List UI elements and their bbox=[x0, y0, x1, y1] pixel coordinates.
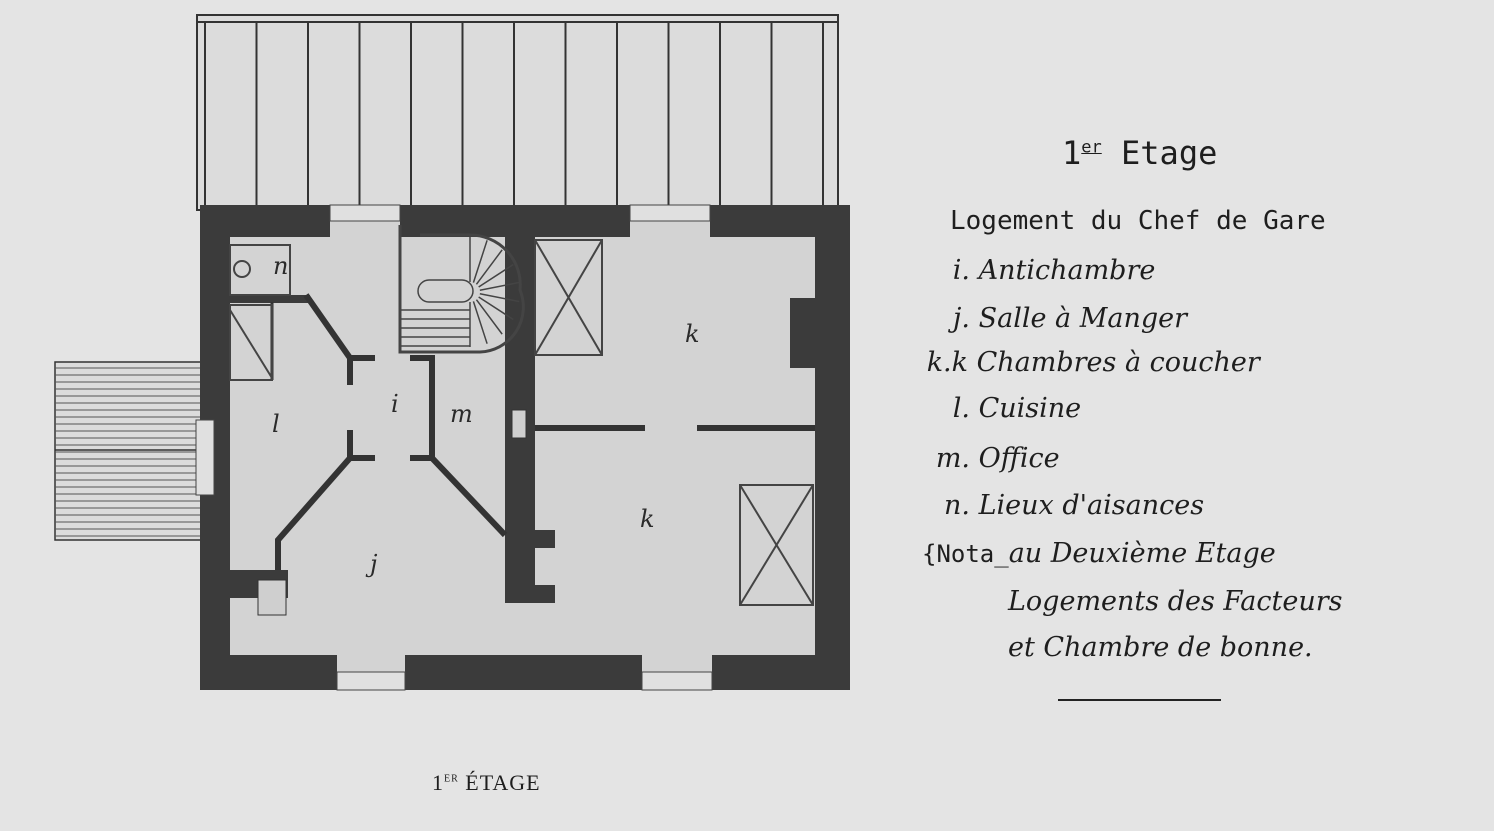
legend-item: m. Office bbox=[935, 443, 1060, 474]
nota-line-1: {Nota_au Deuxième Etage bbox=[922, 538, 1276, 569]
legend-item: i. Antichambre bbox=[952, 255, 1156, 286]
partitions bbox=[270, 293, 815, 570]
outer-walls bbox=[200, 205, 850, 690]
legend-item: n. Lieux d'aisances bbox=[944, 490, 1205, 521]
closets bbox=[229, 239, 814, 606]
plan-label-n: n bbox=[273, 252, 289, 280]
legend-item: k.k Chambres à coucher bbox=[926, 347, 1260, 378]
legend-subtitle: Logement du Chef de Gare bbox=[950, 206, 1326, 236]
windows bbox=[195, 204, 713, 691]
plan-label-k: k bbox=[685, 320, 700, 348]
plan-label-m: m bbox=[450, 400, 473, 428]
divider-rule bbox=[1058, 699, 1221, 701]
staircase bbox=[398, 225, 525, 354]
plan-label-j: j bbox=[370, 550, 378, 578]
plan-caption: 1ER ÉTAGE bbox=[432, 770, 541, 795]
porch bbox=[54, 361, 203, 541]
legend-title: 1er Etage bbox=[1062, 134, 1218, 172]
nota-line-3: et Chambre de bonne. bbox=[1008, 632, 1313, 663]
plan-label-k: k bbox=[640, 505, 655, 533]
plan-label-i: i bbox=[391, 390, 399, 418]
nota-line-2: Logements des Facteurs bbox=[1008, 586, 1343, 617]
legend-item: j. Salle à Manger bbox=[953, 303, 1187, 334]
roof-hatch bbox=[196, 14, 839, 211]
plan-label-l: l bbox=[272, 410, 280, 438]
legend-item: l. Cuisine bbox=[952, 393, 1082, 424]
